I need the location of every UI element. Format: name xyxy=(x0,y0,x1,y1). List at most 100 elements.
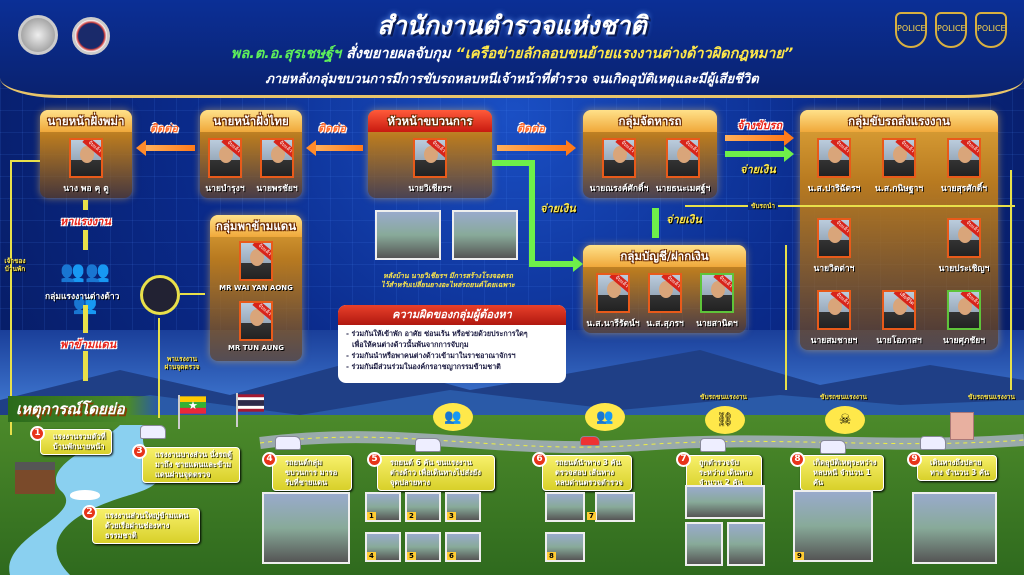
caption-line: ไว้สำหรับเปลี่ยนยางอะไหล่รถยนต์โดยเฉพาะ xyxy=(381,281,515,289)
offence-title: ความผิดของกลุ่มผู้ต้องหา xyxy=(338,305,566,325)
mugshot-photo: จับแล้ว xyxy=(648,273,682,313)
unit-logo xyxy=(72,17,110,55)
connector-checkpoint xyxy=(158,318,160,418)
skull-bubble-icon: ☠ xyxy=(825,406,865,434)
person-name: นายโอภาสฯ xyxy=(876,336,922,346)
evidence-photo xyxy=(595,492,635,522)
label-hire-driver: จ้างขับรถ xyxy=(737,119,783,132)
face xyxy=(607,281,621,298)
face xyxy=(659,281,673,298)
label-lead-car: ขับรถนำ xyxy=(748,202,778,210)
garage-photo xyxy=(375,210,441,260)
evidence-photo xyxy=(727,522,765,566)
offence-item: - ร่วมกันมีส่วนร่วมในองค์กรอาชญากรรมข้าม… xyxy=(346,362,501,371)
arrow-contact-thai xyxy=(306,140,363,156)
person-name: นายวิเชียรฯ xyxy=(408,184,452,194)
person-name: MR TUN AUNG xyxy=(227,344,285,352)
event-number-badge: 7 xyxy=(676,452,691,467)
face xyxy=(250,309,264,326)
person-card: จับแล้วนายสมชายฯ xyxy=(804,290,864,347)
photo-number: 8 xyxy=(547,552,556,560)
river-and-road xyxy=(9,425,1024,575)
header-banner: สำนักงานตำรวจแห่งชาติ พล.ต.อ.สุรเชษฐ์ฯ ส… xyxy=(0,0,1024,98)
police-badge-icon: POLICE xyxy=(975,12,1007,48)
arrow-cross-border xyxy=(83,351,88,381)
person-card: จับแล้วนายประเชิญฯ xyxy=(934,218,994,275)
person-card: เสียชีวิตนายโอภาสฯ xyxy=(869,290,929,347)
group-title: กลุ่มบัญชี/ฝากเงิน xyxy=(583,245,746,267)
arrow-contact-myanmar xyxy=(136,140,195,156)
mugshot-photo: จับแล้ว xyxy=(239,301,273,341)
label-transport-labor: ขับรถขนแรงงาน xyxy=(968,393,1016,401)
event-number-badge: 5 xyxy=(367,452,382,467)
van-icon xyxy=(140,425,166,439)
mugshot-photo: จับแล้ว xyxy=(260,138,294,178)
van-icon xyxy=(920,436,946,450)
person-name: นายณรงค์ศักดิ์ฯ xyxy=(589,184,649,194)
offence-panel: ความผิดของกลุ่มผู้ต้องหา - ร่วมกันให้เข้… xyxy=(338,305,566,383)
event-number-badge: 6 xyxy=(532,452,547,467)
evidence-photo xyxy=(912,492,997,564)
event-number-badge: 3 xyxy=(132,444,147,459)
caption-line: หลังบ้าน นายวิเชียรฯ มีการสร้างโรงจอดรถ xyxy=(383,272,513,280)
subtitle-context: ภายหลังกลุ่มขบวนการมีการขับรถหลบหนีเจ้าห… xyxy=(265,72,759,87)
group-accounts: กลุ่มบัญชี/ฝากเงินจับแล้วน.ส.นารีรัตน์ฯจ… xyxy=(583,245,746,333)
leader-caption: หลังบ้าน นายวิเชียรฯ มีการสร้างโรงจอดรถ … xyxy=(368,272,528,290)
face xyxy=(893,146,907,163)
photo-number: 5 xyxy=(407,552,416,560)
group-title: นายหน้าฝั่งพม่า xyxy=(40,110,132,132)
person-name: นายสุรศักดิ์ฯ xyxy=(940,184,988,194)
face xyxy=(958,226,972,243)
flag-pole xyxy=(236,393,238,427)
page-title: สำนักงานตำรวจแห่งชาติ xyxy=(377,11,647,40)
event-number-badge: 1 xyxy=(30,426,45,441)
police-badge-icon: POLICE xyxy=(935,12,967,48)
person-name: นายบำรุงฯ xyxy=(205,184,245,194)
person-card: จับแล้วน.ส.กนิษฐาฯ xyxy=(869,138,929,195)
photo-number: 7 xyxy=(587,512,596,520)
connector-drivers xyxy=(785,245,787,390)
group-title: นายหน้าฝั่งไทย xyxy=(200,110,302,132)
label-pay: จ่ายเงิน xyxy=(540,202,576,215)
label-find-labor: หาแรงงาน xyxy=(60,215,111,228)
person-card: จับแล้วนายพรชัยฯ xyxy=(247,138,307,195)
event-label: เดินทางถึงปลายทาง จำนวน 3 คัน xyxy=(917,455,997,481)
arrow-pay-path xyxy=(529,160,535,265)
connector-lead-car xyxy=(685,205,1015,207)
photo-number: 6 xyxy=(447,552,456,560)
arrow-pay-drivers xyxy=(725,146,794,162)
person-card: จับแล้วนายณรงค์ศักดิ์ฯ xyxy=(589,138,649,195)
boat-icon xyxy=(70,490,100,500)
photo-number: 4 xyxy=(367,552,376,560)
connector-border-crossing xyxy=(180,293,205,295)
workers-bubble-icon: 👥 xyxy=(585,403,625,431)
face xyxy=(958,298,972,315)
arrow-hire-driver xyxy=(725,130,794,146)
broker-house-icon xyxy=(15,462,55,494)
group-title: หัวหน้าขบวนการ xyxy=(368,110,492,132)
subtitle-network: “เครือข่ายลักลอบขนย้ายแรงงานต่างด้าวผิดก… xyxy=(455,46,794,62)
face xyxy=(424,146,438,163)
mugshot-photo: จับแล้ว xyxy=(882,138,916,178)
evidence-photo xyxy=(685,522,723,566)
connector-house-owner xyxy=(10,160,40,162)
label-cross-border: พาข้ามแดน xyxy=(60,338,117,351)
mugshot-photo: จับแล้ว xyxy=(700,273,734,313)
mugshot-photo: จับแล้ว xyxy=(208,138,242,178)
face xyxy=(613,146,627,163)
person-name: นาง พอ คุ ตู xyxy=(63,184,109,194)
evidence-photo xyxy=(685,485,765,519)
handcuffs-bubble-icon: ⛓ xyxy=(705,406,745,434)
person-name: นายศุภชัยฯ xyxy=(942,336,986,346)
person-card: จับแล้วน.ส.ปาริฉัตรฯ xyxy=(804,138,864,195)
van-icon xyxy=(820,440,846,454)
person-card: จับแล้ว MR TUN AUNG xyxy=(226,301,286,352)
label-house-owner: เจ้าของบ้านพัก xyxy=(4,257,26,273)
van-icon xyxy=(275,436,301,450)
person-card: จับแล้วนาง พอ คุ ตู xyxy=(56,138,116,195)
face xyxy=(250,249,264,266)
car-icon xyxy=(580,436,600,446)
event-label: รถยนต์ 6 คัน ขนแรงงานต่างด้าว เพื่อเดินท… xyxy=(377,455,495,491)
person-name: MR WAI YAN AONG xyxy=(219,284,293,292)
